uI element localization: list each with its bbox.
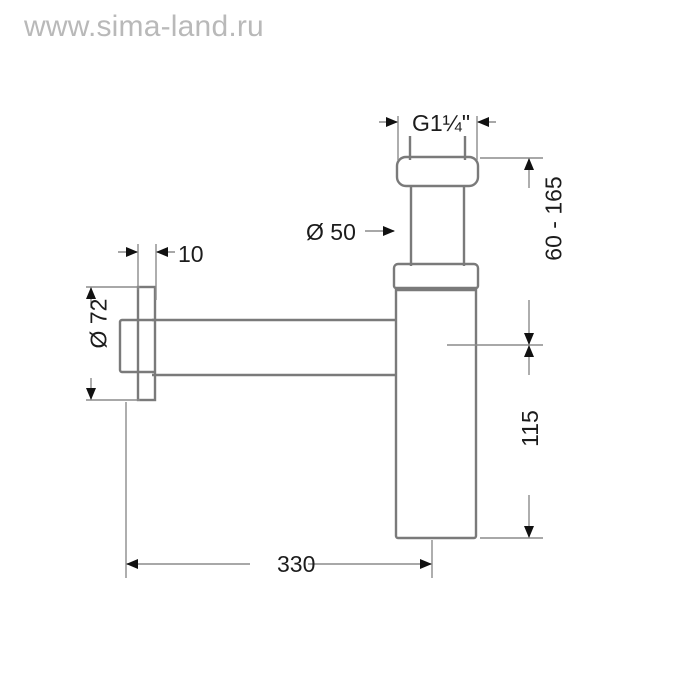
dimension-wall-offset [118,244,175,300]
watermark-text: www.sima-land.ru [24,10,264,43]
dimension-thread-size [379,116,496,160]
wall-rosette [118,318,155,374]
product-outline [118,136,480,540]
bottle-body [394,288,478,540]
dimension-lower-height [480,345,543,539]
dimension-flange-diameter [86,286,140,401]
dimension-label-thread-size: G1¼" [412,110,471,136]
body-collar [392,262,480,290]
dimension-outlet-length [125,402,433,578]
dimension-label-body-diameter: Ø 50 [306,219,356,245]
dimension-label-lower-height: 115 [516,410,543,447]
compression-nut [395,155,480,188]
dimension-label-flange-diameter: Ø 72 [85,298,112,349]
dimension-label-height-adjust: 60 - 165 [540,176,567,261]
dimension-label-wall-offset: 10 [178,241,204,267]
dimension-label-outlet-length: 330 [277,551,316,577]
wall-flange-plate [136,285,157,402]
